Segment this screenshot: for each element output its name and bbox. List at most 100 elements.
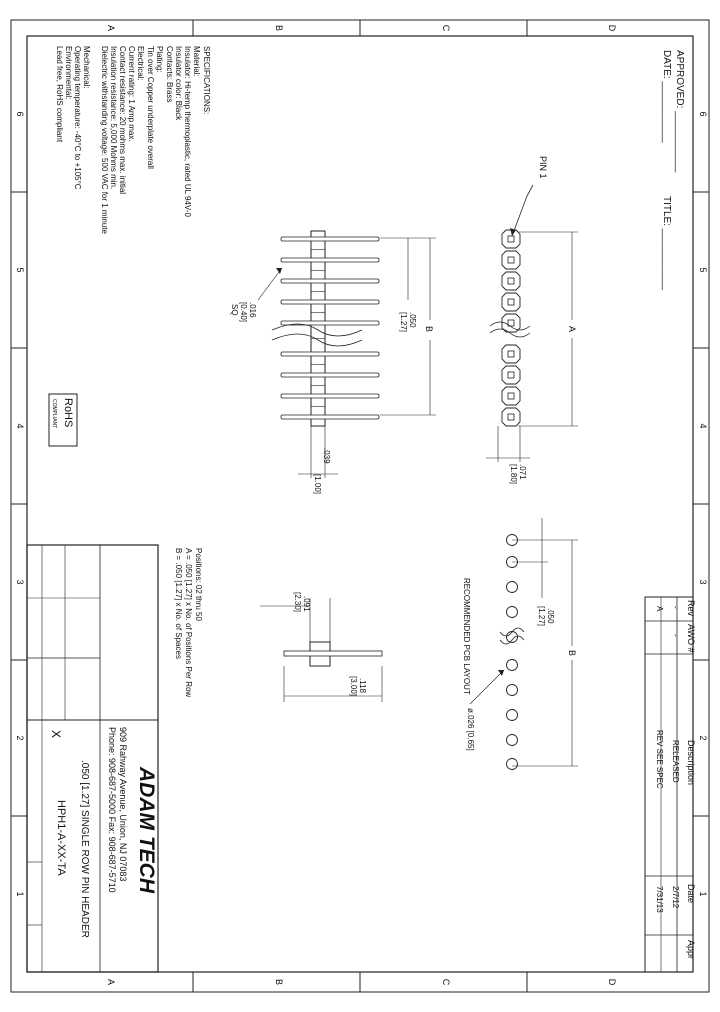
spec-line: Mechanical: (82, 46, 91, 89)
approved-label: APPROVED: ___________ (674, 50, 685, 173)
rev-header: Rev (686, 600, 696, 617)
spec-line: Material: (192, 46, 201, 77)
hole-leader (469, 669, 505, 705)
company-phone: Phone: 908-687-5000 Fax: 908-687-5710 (107, 727, 117, 893)
spec-line: Contacts: Brass (165, 46, 174, 102)
end-width-inch: .091 (302, 596, 311, 612)
company-address: 909 Rahway Avenue, Union, NJ 07083 (118, 727, 128, 881)
layout-hole (506, 684, 518, 696)
zone-number: 6 (15, 111, 25, 116)
pcb-pitch-inch: .071 (518, 464, 527, 480)
pin-pads (501, 229, 521, 427)
layout-hole (506, 581, 518, 593)
pin-pad (501, 292, 521, 312)
description-cell: RELEASED (671, 740, 680, 783)
header-side-view: B .050 [1.27] .016 [0.40] SQ .039 [1.00] (230, 230, 436, 494)
pin-pad (501, 250, 521, 270)
zone-letter: D (607, 25, 617, 32)
spec-line: Insulator: Hi-temp thermoplastic, rated … (183, 46, 192, 217)
spec-heading: SPECIFICATIONS: (202, 46, 211, 114)
rohs-badge: RoHS COMPLIANT (48, 393, 78, 447)
positions-line: A = .050 [1.27] x No. of Positions Per R… (184, 548, 193, 697)
date-cell: 2/7/12 (671, 886, 680, 909)
layout-holes (506, 534, 518, 770)
break-mark (499, 635, 525, 645)
rev-cell: A (655, 606, 664, 612)
pin-pad (501, 344, 521, 364)
date-cell: 7/31/13 (655, 886, 664, 913)
break-mark (271, 323, 363, 337)
description-cell: REV SEE SPEC (655, 730, 664, 789)
spec-line: Insulation resistance: 5,000 Mohms min. (109, 46, 118, 189)
layout-caption: RECOMMENDED PCB LAYOUT (462, 578, 471, 695)
zone-number: 4 (698, 423, 708, 428)
zone-number: 6 (698, 111, 708, 116)
pin-pad (501, 365, 521, 385)
date-header: Date (686, 884, 696, 903)
hole-arrowhead (498, 670, 504, 676)
layout-hole (506, 734, 518, 746)
layout-hole (506, 631, 518, 643)
end-width-mm: [2.30] (293, 592, 302, 612)
post-leader (257, 267, 283, 301)
positions-line: Positions: 02 thru 50 (194, 548, 203, 621)
layout-dim-b: B (567, 650, 577, 656)
rev-cell: - (671, 606, 680, 609)
pin-post (280, 299, 380, 305)
layout-pitch-mm: [1.27] (537, 606, 546, 626)
end-height-mm: [3.00] (349, 676, 358, 696)
pcb-pitch-mm: [1.80] (509, 464, 518, 484)
end-view-pin (283, 650, 383, 657)
zone-letter: B (274, 979, 284, 985)
spec-line: Tin over Copper underplate overall (146, 46, 155, 169)
side-pitch-mm: [1.27] (399, 312, 408, 332)
title-label: TITLE: ___________ (661, 196, 672, 290)
zone-letter: D (607, 979, 617, 986)
appr-header: Appr (686, 940, 696, 959)
zone-number: 1 (698, 891, 708, 896)
revision-table: Rev AWO # Description Date Appr - - RELE… (644, 596, 696, 973)
zone-number: 3 (698, 579, 708, 584)
x-mark: X (49, 730, 63, 738)
pin1-arrowhead (510, 228, 516, 236)
part-number: HPH1-A-XX-TA (55, 800, 67, 876)
layout-pitch-inch: .050 (546, 608, 555, 624)
positions-line: B = .050 [1.27] x No. of Spaces (174, 548, 183, 659)
side-pitch-inch: .050 (408, 312, 417, 328)
part-description: .050 [1.27] SINGLE ROW PIN HEADER (79, 760, 90, 938)
pcb-layout-view: RECOMMENDED PCB LAYOUT .050 [1.27] B ø.0… (462, 518, 578, 770)
break-mark (499, 627, 525, 637)
break-mark (271, 333, 363, 347)
pin-post (280, 414, 380, 420)
spec-line: Environmental: (64, 46, 73, 99)
break-mark (489, 328, 531, 338)
spec-line: Dielectric withstanding voltage: 500 VAC… (100, 46, 109, 234)
zone-number: 5 (698, 267, 708, 272)
layout-hole (506, 709, 518, 721)
thick-mm: [1.00] (313, 474, 322, 494)
spec-line: Plating: (155, 46, 164, 73)
post-size-mm: [0.40] (239, 302, 248, 322)
pin1-leader (511, 184, 534, 237)
header-end-view: .091 [2.30] .118 [3.00] (260, 592, 383, 702)
layout-hole (506, 606, 518, 618)
rohs-label: RoHS (62, 398, 74, 427)
pin-pad (501, 229, 521, 249)
title-block: ADAM TECH 909 Rahway Avenue, Union, NJ 0… (26, 544, 159, 973)
zone-letter: A (106, 25, 116, 31)
layout-hole (506, 758, 518, 770)
spec-line: Electrical: (136, 46, 145, 81)
zone-letter: C (441, 979, 451, 986)
zone-number: 3 (15, 579, 25, 584)
hole-callout: ø.026 [0.65] (466, 708, 475, 751)
dim-a-label: A (567, 326, 577, 332)
positions-note: Positions: 02 thru 50 A = .050 [1.27] x … (174, 548, 203, 697)
pin-post (280, 257, 380, 263)
pin-pad (501, 313, 521, 333)
description-header: Description (686, 740, 696, 785)
pin-post (280, 236, 380, 242)
zone-number: 5 (15, 267, 25, 272)
pin1-label: PIN 1 (538, 156, 548, 179)
pin-post (280, 351, 380, 357)
